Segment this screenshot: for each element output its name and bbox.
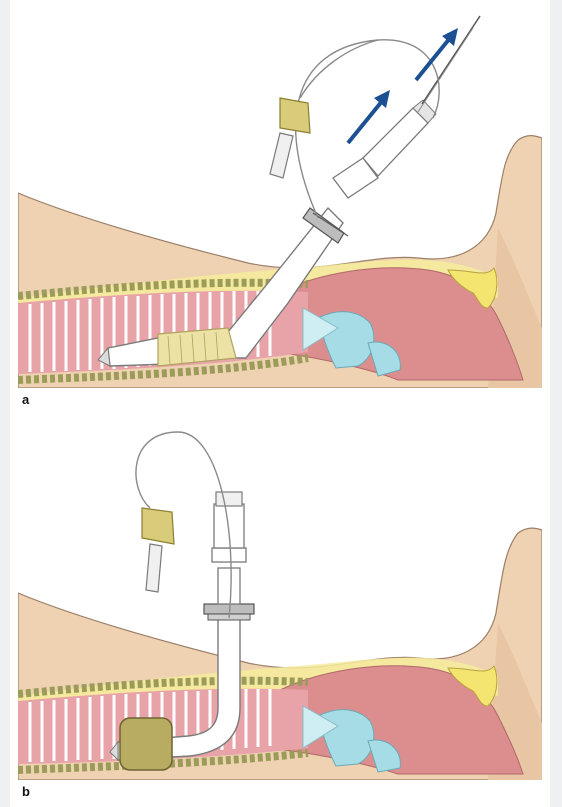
connector-top bbox=[216, 492, 242, 506]
panel-b-illustration bbox=[18, 408, 542, 780]
pilot-valve bbox=[270, 133, 293, 178]
pilot-line-to-balloon bbox=[300, 40, 378, 98]
pilot-balloon bbox=[142, 508, 174, 544]
pilot-valve bbox=[146, 544, 162, 592]
pilot-balloon bbox=[280, 98, 310, 133]
tube-cuff-inflated bbox=[120, 718, 172, 770]
connector-neck bbox=[218, 568, 240, 604]
arrow-up-right-icon bbox=[348, 90, 390, 143]
obturator-handle bbox=[363, 108, 428, 176]
panel-label-a: a bbox=[22, 392, 29, 407]
panel-b-tube-in-place bbox=[18, 408, 542, 780]
connector-body bbox=[214, 504, 244, 548]
connector-collar bbox=[212, 548, 246, 562]
panel-a-tube-insertion bbox=[18, 8, 542, 388]
tracheostomy-figure: a bbox=[10, 0, 550, 807]
panel-label-b: b bbox=[22, 784, 30, 799]
arrow-up-right-icon bbox=[416, 28, 458, 80]
panel-a-illustration bbox=[18, 8, 542, 388]
